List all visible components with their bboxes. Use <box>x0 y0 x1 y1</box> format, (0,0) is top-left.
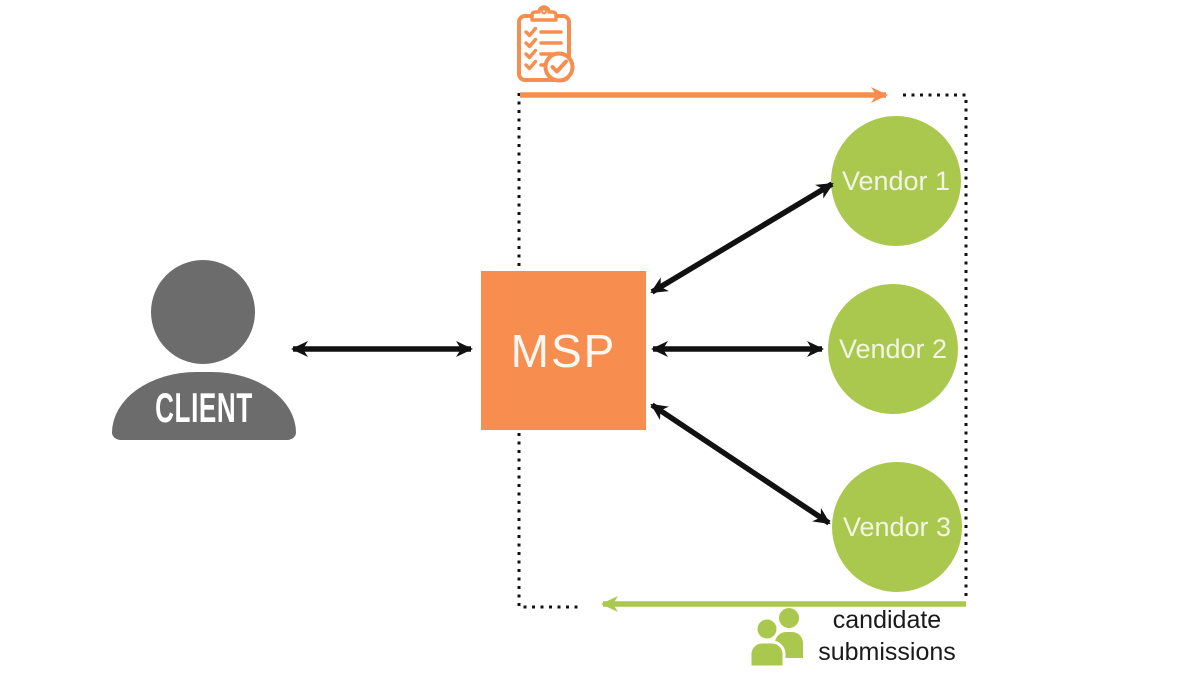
caption-line-1: candidate <box>832 606 942 634</box>
msp-node: MSP <box>481 271 646 430</box>
client-person-icon <box>151 260 255 364</box>
candidate-submissions-caption: candidate submissions <box>798 604 976 668</box>
checklist-clipboard-icon <box>517 5 575 83</box>
msp-vendor-1-arrow <box>650 181 834 295</box>
msp-boundary-dotted-box <box>517 93 968 609</box>
msp-label: MSP <box>510 324 617 377</box>
caption-line-2: submissions <box>818 638 956 666</box>
client-label: CLIENT <box>155 384 253 431</box>
vendor-3-label: Vendor 3 <box>842 511 952 542</box>
vendor-2-label: Vendor 2 <box>838 333 948 364</box>
vendor-3-node: Vendor 3 <box>832 462 962 592</box>
vendor-2-node: Vendor 2 <box>828 284 958 414</box>
vendor-1-node: Vendor 1 <box>831 116 961 246</box>
candidates-people-icon <box>748 608 803 668</box>
vendor-1-label: Vendor 1 <box>841 165 951 196</box>
msp-vendor-3-arrow <box>650 402 831 526</box>
